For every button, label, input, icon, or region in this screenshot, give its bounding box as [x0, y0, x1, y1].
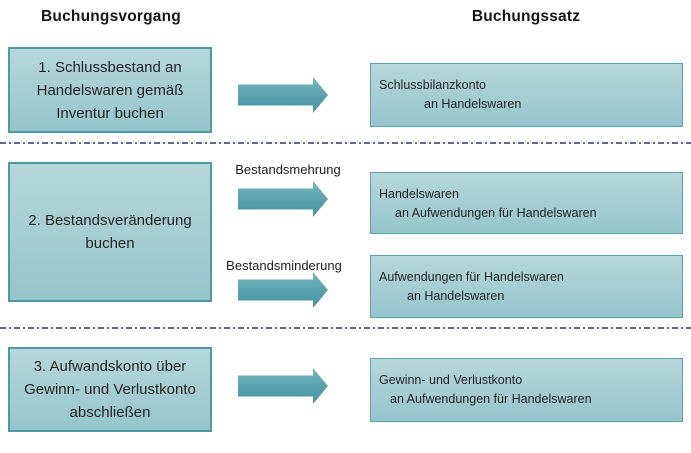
entry-box-handelswaren: Handelswaren an Aufwendungen für Handels…	[370, 172, 683, 234]
debit-line: Gewinn- und Verlustkonto	[379, 373, 523, 387]
process-box-label: 1. Schlussbestand an Handelswaren gemäß …	[36, 58, 184, 122]
debit-line: Aufwendungen für Handelswaren	[379, 270, 564, 284]
right-arrow-icon	[238, 272, 328, 308]
divider-line	[0, 142, 691, 144]
process-box-aufwandskonto: 3. Aufwandskonto über Gewinn- und Verlus…	[8, 347, 212, 432]
credit-line: an Aufwendungen für Handelswaren	[395, 206, 597, 220]
process-box-bestandsveraenderung: 2. Bestandsveränderung buchen	[8, 162, 212, 302]
column-header-buchungsvorgang: Buchungsvorgang	[41, 8, 181, 25]
entry-box-schlussbilanzkonto: Schlussbilanzkonto an Handelswaren	[370, 63, 683, 127]
arrow-label-bestandsmehrung: Bestandsmehrung	[235, 162, 341, 177]
process-box-label: 2. Bestandsveränderung buchen	[28, 212, 192, 252]
process-box-label: 3. Aufwandskonto über Gewinn- und Verlus…	[24, 358, 196, 421]
entry-box-gewinn-verlust: Gewinn- und Verlustkonto an Aufwendungen…	[370, 358, 683, 422]
column-header-buchungssatz: Buchungssatz	[471, 8, 581, 25]
entry-box-aufwendungen: Aufwendungen für Handelswaren an Handels…	[370, 255, 683, 318]
process-box-schlussbestand: 1. Schlussbestand an Handelswaren gemäß …	[8, 47, 212, 133]
credit-line: an Handelswaren	[407, 289, 505, 303]
debit-line: Schlussbilanzkonto	[379, 78, 487, 92]
arrow-label-bestandsminderung: Bestandsminderung	[226, 258, 342, 273]
divider-line	[0, 327, 691, 329]
right-arrow-icon	[238, 77, 328, 113]
debit-line: Handelswaren	[379, 187, 459, 201]
right-arrow-icon	[238, 181, 328, 217]
credit-line: an Aufwendungen für Handelswaren	[390, 392, 592, 406]
right-arrow-icon	[238, 368, 328, 404]
credit-line: an Handelswaren	[424, 97, 522, 111]
